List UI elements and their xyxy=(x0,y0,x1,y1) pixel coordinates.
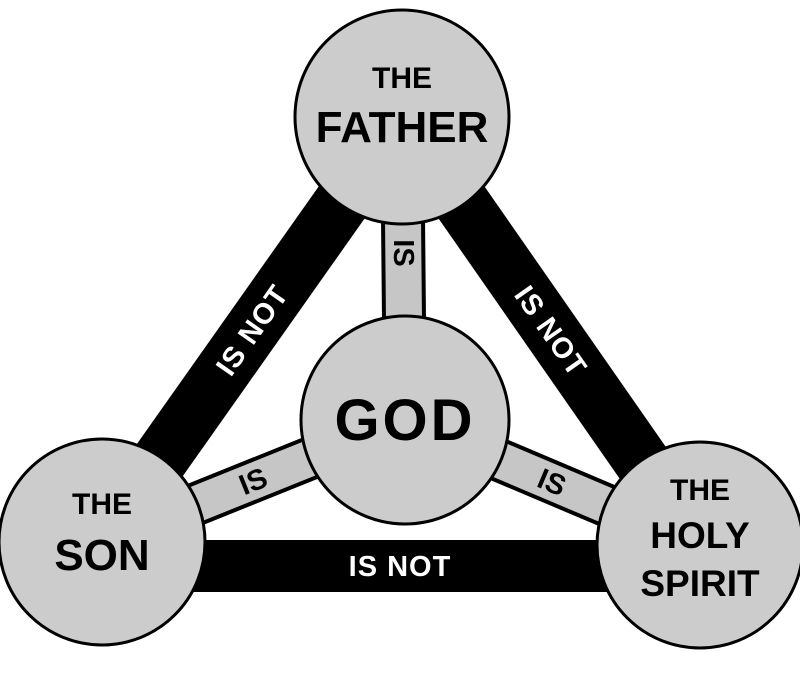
god-node xyxy=(299,314,511,526)
son-label-line2: SON xyxy=(54,531,149,580)
father-label-line1: THE xyxy=(372,62,432,95)
son-node xyxy=(0,437,207,647)
father-node xyxy=(293,8,511,226)
god-label: GOD xyxy=(334,388,475,453)
holy-spirit-node xyxy=(595,440,800,650)
father-label-line2: FATHER xyxy=(316,103,489,152)
label-son-holy-spirit-is-not: IS NOT xyxy=(349,551,452,583)
holy-spirit-label-line1: THE xyxy=(670,474,730,507)
label-god-father-is: IS xyxy=(387,239,419,266)
son-label-line1: THE xyxy=(72,488,132,521)
holy-spirit-label-line2: HOLY xyxy=(650,515,750,556)
holy-spirit-label-line3: SPIRIT xyxy=(640,563,760,604)
